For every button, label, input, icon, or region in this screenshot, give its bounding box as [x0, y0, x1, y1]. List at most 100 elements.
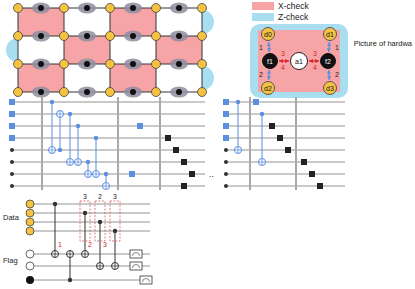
legend-text: X-check: [278, 2, 309, 11]
qubit-wire: [34, 222, 150, 223]
gate-square: [129, 171, 135, 177]
cnot-wire: [115, 231, 116, 266]
step-number: 3: [313, 50, 317, 57]
control-dot: [260, 112, 264, 116]
qubit-wire: [10, 126, 205, 127]
cnot-wire: [100, 222, 101, 266]
qubit-wire: [10, 186, 205, 187]
control-dot: [94, 136, 98, 140]
qubit-wire: [10, 138, 205, 139]
gate-square: [181, 183, 187, 189]
cnot-wire: [96, 138, 97, 174]
cnot-wire: [85, 213, 86, 254]
target-plus: [96, 171, 97, 178]
qubit-label: d0: [264, 31, 272, 38]
flag-qubit: [176, 5, 182, 11]
gate-square: [317, 183, 323, 189]
qubit-wire: [10, 102, 205, 103]
data-qubit: [14, 60, 23, 69]
flag-qubit: [84, 89, 90, 95]
gate-square: [277, 135, 283, 141]
coupling-arrow: [328, 70, 330, 80]
control-dot: [53, 202, 57, 206]
lattice-line: [156, 8, 157, 92]
qubit-wire: [34, 204, 150, 205]
qubit-wire: [224, 174, 345, 175]
cnot-wire: [52, 102, 53, 150]
qubit-wire: [34, 213, 150, 214]
barrier: [117, 97, 119, 190]
flag-qubit: [130, 61, 136, 67]
data-qubit: d3: [323, 81, 337, 95]
ancilla-qubit: [26, 276, 34, 284]
barrier: [159, 97, 161, 190]
data-qubit: [26, 227, 34, 235]
data-qubit: [60, 60, 69, 69]
target-plus: [88, 171, 89, 178]
target-circle: [259, 159, 266, 166]
coupler-shape: [78, 59, 96, 70]
data-qubit: [198, 32, 207, 41]
cnot-wire: [55, 204, 56, 254]
coupling-arrow: [328, 42, 330, 52]
init-square: [223, 135, 229, 141]
data-qubit: [14, 88, 23, 97]
qubit-wire: [224, 162, 345, 163]
flag-qubit: [38, 5, 44, 11]
init-square: [9, 135, 15, 141]
data-qubit: [106, 4, 115, 13]
flag-qubit: [84, 5, 90, 11]
init-dot: [224, 172, 228, 176]
qubit-wire: [224, 126, 345, 127]
step-number: 2: [259, 71, 263, 78]
init-square: [9, 111, 15, 117]
data-qubit: [152, 32, 161, 41]
coupler-shape: [32, 59, 50, 70]
barrier: [295, 97, 297, 190]
qubit-label: a1: [295, 58, 303, 65]
flag-qubit: [26, 250, 34, 258]
target-circle: [93, 171, 100, 178]
data-qubit: [26, 218, 34, 226]
data-qubit: [26, 209, 34, 217]
qubit-wire: [34, 280, 150, 281]
coupler-shape: [170, 59, 188, 70]
init-square: [223, 123, 229, 129]
flag-qubit: [38, 33, 44, 39]
coupler-shape: [78, 31, 96, 42]
data-qubit: [198, 4, 207, 13]
coupler-shape: [124, 87, 142, 98]
coupling-arrow: [309, 60, 319, 61]
legend-text: Z-check: [278, 13, 308, 22]
coupler-shape: [124, 3, 142, 14]
target-plus: [100, 263, 101, 270]
qubit-wire: [224, 186, 345, 187]
target-plus: [55, 251, 56, 258]
gate-square: [137, 123, 143, 129]
init-dot: [224, 184, 228, 188]
z-check-boundary: [202, 10, 214, 34]
qubit-wire: [224, 102, 345, 103]
flag-qubit: [38, 61, 44, 67]
z-check-boundary: [202, 66, 214, 90]
measure-box: [130, 262, 142, 270]
qubit-label: d1: [326, 31, 334, 38]
qubit-label: f2: [325, 58, 331, 65]
gate-square: [173, 147, 179, 153]
control-dot: [113, 229, 117, 233]
control-dot: [83, 211, 87, 215]
lattice-line: [110, 8, 111, 92]
coupling-arrow: [268, 42, 270, 52]
data-qubit: [106, 32, 115, 41]
target-circle: [235, 147, 242, 154]
data-qubit: d1: [323, 27, 337, 41]
barrier: [249, 97, 251, 190]
step-number: 1: [58, 241, 62, 248]
cnot-wire: [238, 102, 239, 150]
cnot-wire: [78, 126, 79, 162]
target-circle: [52, 251, 59, 258]
step-number: 1: [259, 44, 263, 51]
target-circle: [57, 111, 64, 118]
step-box: [80, 201, 90, 241]
